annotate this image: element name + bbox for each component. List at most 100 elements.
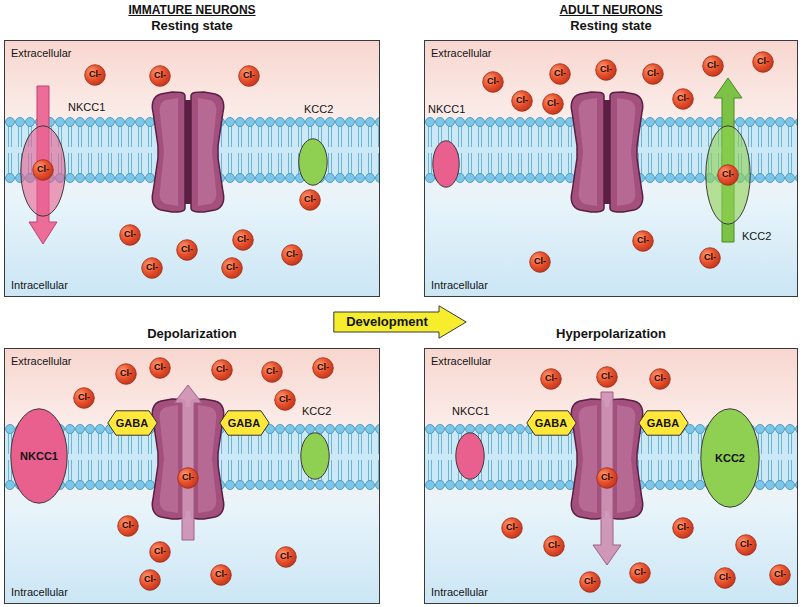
- panel-title: Resting state: [425, 19, 797, 33]
- chloride-ion: Cl-: [221, 257, 243, 279]
- ion-label: Cl-: [280, 552, 292, 562]
- chloride-ion: Cl-: [32, 159, 54, 181]
- ion-label: Cl-: [122, 521, 134, 531]
- chloride-ion: Cl-: [149, 541, 171, 563]
- efflux-arrow: [174, 385, 202, 540]
- chloride-ion: Cl-: [119, 224, 141, 246]
- panel-ground: [424, 348, 798, 604]
- chloride-ion: Cl-: [139, 569, 161, 591]
- chloride-ion: Cl-: [672, 517, 694, 539]
- ion-label: Cl-: [634, 568, 646, 578]
- ion-label: Cl-: [182, 473, 194, 483]
- chloride-ion: Cl-: [149, 65, 171, 87]
- ion-label: Cl-: [243, 71, 255, 81]
- gaba-receptor-channel: [571, 92, 642, 212]
- cotransporter: KCC2: [298, 138, 328, 186]
- ion-label: Cl-: [601, 372, 613, 382]
- chloride-ion: Cl-: [232, 229, 254, 251]
- chloride-ion: Cl-: [632, 230, 654, 252]
- cell-panel: NKCC1Cl-Cl-Cl-GABAGABACl-Cl-Cl-Cl-KCC2Cl…: [4, 348, 380, 604]
- panel-title: Resting state: [5, 19, 379, 33]
- region-label: Intracellular: [431, 586, 488, 598]
- chloride-ion: Cl-: [73, 387, 95, 409]
- ion-label: Cl-: [181, 245, 193, 255]
- chloride-ion: Cl-: [752, 51, 774, 73]
- chloride-ion: Cl-: [501, 517, 523, 539]
- column-heading: ADULT NEURONS: [559, 3, 662, 17]
- cotransporter: Cl-KCC2: [705, 125, 751, 225]
- ion-label: Cl-: [647, 69, 659, 79]
- chloride-ion: Cl-: [210, 564, 232, 586]
- cotransporter: NKCC1: [432, 140, 460, 188]
- ion-label: Cl-: [37, 165, 49, 175]
- gaba-receptor-channel: [152, 92, 223, 212]
- region-label: Intracellular: [11, 279, 68, 291]
- panel-title: Depolarization: [5, 327, 379, 341]
- transporter-label: KCC2: [304, 103, 333, 115]
- cotransporter-outline: [298, 138, 328, 186]
- cotransporter: Cl-NKCC1: [20, 125, 66, 217]
- cell-panel: NKCC1Cl-Cl-Cl-GABAGABACl-KCC2Cl-Cl-Cl-Cl…: [424, 348, 798, 604]
- region-label: Extracellular: [11, 47, 72, 59]
- ion-label: Cl-: [144, 575, 156, 585]
- chloride-ion: Cl-: [629, 562, 651, 584]
- ion-label: Cl-: [154, 363, 166, 373]
- chloride-ion: Cl-: [177, 467, 199, 489]
- chloride-ion: Cl-: [529, 251, 551, 273]
- ion-label: Cl-: [154, 71, 166, 81]
- ion-label: Cl-: [548, 541, 560, 551]
- ion-label: Cl-: [304, 195, 316, 205]
- ion-label: Cl-: [677, 94, 689, 104]
- ion-label: Cl-: [78, 393, 90, 403]
- molecule-label: GABA: [647, 417, 679, 429]
- ion-label: Cl-: [554, 69, 566, 79]
- chloride-ion: Cl-: [717, 164, 739, 186]
- chloride-ion: Cl-: [642, 63, 664, 85]
- chloride-ion: Cl-: [312, 357, 334, 379]
- chloride-ion: Cl-: [596, 366, 618, 388]
- ion-label: Cl-: [601, 473, 613, 483]
- chloride-ion: Cl-: [543, 535, 565, 557]
- ion-label: Cl-: [237, 235, 249, 245]
- chloride-ion: Cl-: [149, 357, 171, 379]
- ion-label: Cl-: [545, 374, 557, 384]
- arrow-label: Development: [346, 315, 428, 329]
- molecule-label: GABA: [116, 417, 148, 429]
- ion-label: Cl-: [704, 253, 716, 263]
- ion-label: Cl-: [707, 61, 719, 71]
- ion-label: Cl-: [654, 374, 666, 384]
- ion-label: Cl-: [740, 540, 752, 550]
- region-label: Extracellular: [11, 355, 72, 367]
- panel-title: Hyperpolarization: [425, 327, 797, 341]
- ion-label: Cl-: [266, 367, 278, 377]
- chloride-ion: Cl-: [649, 368, 671, 390]
- gaba-molecule: GABA: [107, 410, 158, 436]
- ion-label: Cl-: [215, 570, 227, 580]
- column-heading: IMMATURE NEURONS: [128, 3, 255, 17]
- region-label: Intracellular: [431, 279, 488, 291]
- region-label: Intracellular: [11, 586, 68, 598]
- ion-label: Cl-: [516, 96, 528, 106]
- ion-label: Cl-: [317, 363, 329, 373]
- ion-label: Cl-: [146, 263, 158, 273]
- chloride-ion: Cl-: [714, 567, 736, 589]
- molecule-label: GABA: [535, 417, 567, 429]
- chloride-ion: Cl-: [299, 189, 321, 211]
- ion-label: Cl-: [506, 523, 518, 533]
- ion-label: Cl-: [279, 395, 291, 405]
- chloride-ion: Cl-: [281, 244, 303, 266]
- ion-label: Cl-: [89, 70, 101, 80]
- chloride-ion: Cl-: [542, 93, 564, 115]
- chloride-ion: Cl-: [141, 257, 163, 279]
- ion-label: Cl-: [600, 65, 612, 75]
- cotransporter: KCC2: [300, 432, 330, 480]
- gaba-molecule: GABA: [219, 410, 270, 436]
- panel-ground: [424, 40, 798, 297]
- ion-label: Cl-: [547, 99, 559, 109]
- ion-label: Cl-: [487, 77, 499, 87]
- chloride-ion: Cl-: [596, 467, 618, 489]
- cotransporter-outline: [432, 140, 460, 188]
- panel-ground: [4, 40, 380, 297]
- transporter-label: NKCC1: [452, 405, 489, 417]
